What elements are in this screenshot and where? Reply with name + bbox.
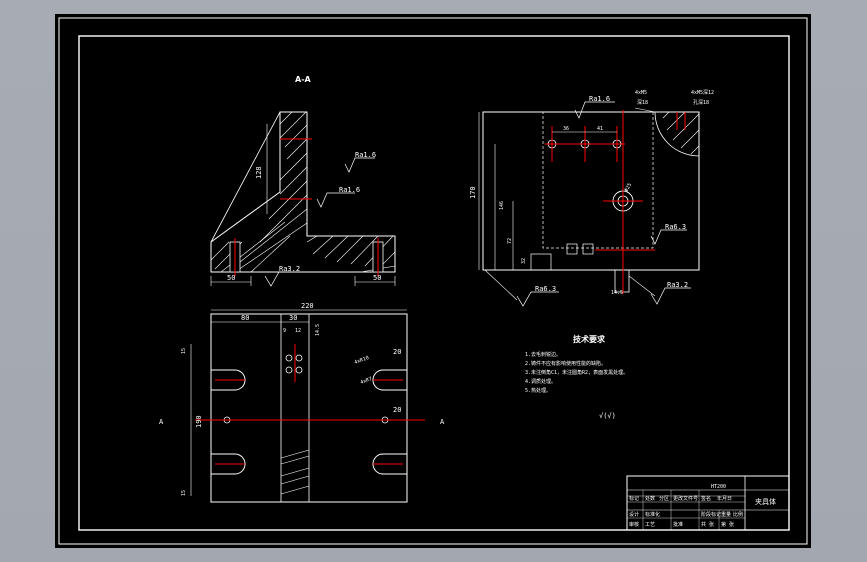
- rib-line: [210, 111, 281, 243]
- title-block: HT200 夹具体 标记 处数 分区 更改文件号 签名 年月日 设计 标准化 阶…: [626, 475, 790, 531]
- side-dim-d1: 36: [563, 126, 569, 132]
- inner-frame: [78, 35, 790, 531]
- side-depth-b: 孔深18: [693, 99, 709, 106]
- dim-right-v: 14.5: [315, 324, 321, 336]
- dim-height: 128: [255, 166, 263, 179]
- dim-h-mid: 190: [195, 415, 203, 428]
- roughness-top: Ra1.6: [355, 151, 376, 159]
- side-dim-low: 72: [507, 238, 513, 244]
- side-depth-a: 深18: [637, 99, 648, 106]
- side-outline: [482, 111, 700, 271]
- hole-callout-b: 4xR7: [360, 376, 373, 386]
- side-bore: Φ25: [624, 182, 634, 193]
- side-dim-total: 170: [469, 186, 477, 199]
- dim-slot-r: 20: [393, 348, 401, 356]
- section-label: A-A: [295, 75, 312, 84]
- notes: 技术要求 1.去毛刺锐边。 2.铸件不应有影响使用性能的缺陷。 3.未注倒角C1…: [525, 334, 628, 420]
- title-drawing-name: 夹具体: [755, 497, 776, 506]
- title-row2-label: 设计: [629, 511, 639, 518]
- section-view: A-A: [210, 75, 396, 287]
- dim-mid: 30: [289, 314, 297, 322]
- dim-slot-r2: 20: [393, 406, 401, 414]
- dim-left: 80: [241, 314, 249, 322]
- side-dim-d2: 41: [597, 126, 603, 132]
- title-row3-label: 批准: [673, 521, 683, 528]
- title-row-label: 处数: [645, 495, 655, 502]
- notes-title: 技术要求: [573, 334, 606, 344]
- title-row3-label: 共 张: [701, 521, 714, 528]
- title-row2-label: 比例: [733, 511, 743, 518]
- title-row-label: 标记: [629, 495, 639, 502]
- roughness-symbol: √(√): [599, 412, 616, 420]
- title-row3-label: 工艺: [645, 522, 655, 528]
- section-hatch: [210, 111, 396, 273]
- plan-rib: [280, 313, 310, 503]
- side-ra-bottom-left: Ra6.3: [535, 285, 556, 293]
- side-ra-bottom-right: Ra3.2: [667, 281, 688, 289]
- note-item: 1.去毛刺锐边。: [525, 351, 561, 358]
- hole-callout-a: 4xR10: [354, 355, 370, 366]
- note-item: 5.热处理。: [525, 387, 551, 394]
- title-row3-label: 第 张: [721, 521, 734, 528]
- title-row-label: 签名: [701, 495, 711, 502]
- side-dim-low-small: 32: [521, 258, 527, 264]
- title-row-label: 年月日: [717, 495, 732, 502]
- title-row2-label: 标准化: [645, 511, 660, 518]
- dim-overall: 220: [301, 302, 314, 310]
- cad-drawing: A-A: [58, 17, 808, 545]
- side-hidden-box: [542, 111, 654, 249]
- side-hole-spec-a: 4xM5: [635, 90, 647, 96]
- note-item: 2.铸件不应有影响使用性能的缺陷。: [525, 360, 606, 367]
- dim-small-b: 12: [295, 328, 301, 334]
- roughness-bottom: Ra3.2: [279, 265, 300, 273]
- title-row3-label: 审核: [629, 521, 639, 528]
- title-row-label: 分区: [659, 495, 669, 502]
- note-item: 3.未注倒角C1，未注圆角R2，表面发黑处理。: [525, 369, 628, 376]
- dim-h-bottom: 15: [181, 490, 187, 496]
- side-dim-center: 14.5: [611, 290, 623, 296]
- dim-width-right: 50: [373, 274, 381, 282]
- title-row2-label: 重量: [721, 511, 731, 518]
- dim-h-top: 15: [181, 348, 187, 354]
- dim-width-left: 50: [227, 274, 235, 282]
- roughness-mid: Ra1.6: [339, 186, 360, 194]
- side-dim-mid: 146: [499, 201, 505, 210]
- side-ra-top: Ra1.6: [589, 95, 610, 103]
- title-material: HT200: [711, 484, 726, 490]
- section-mark-left: A: [159, 418, 164, 426]
- side-hole-spec-b: 4xM5深12: [691, 89, 714, 96]
- dim-small-a: 9: [283, 328, 286, 334]
- drawing-sheet: A-A: [55, 14, 811, 548]
- outer-frame: [58, 17, 808, 545]
- title-row2-label: 阶段标记: [701, 511, 721, 518]
- plan-view: 220 80 30 9 12 14.5 15 190 15 20 20 4xR1…: [159, 302, 445, 503]
- side-view: 36 41 170 146 72 32 Φ25 14.5 Ra1.6 4xM5 …: [469, 89, 714, 307]
- note-item: 4.调质处理。: [525, 378, 556, 385]
- title-row-label: 更改文件号: [673, 495, 698, 502]
- section-mark-right: A: [440, 418, 445, 426]
- side-ra-right-mid: Ra6.3: [665, 223, 686, 231]
